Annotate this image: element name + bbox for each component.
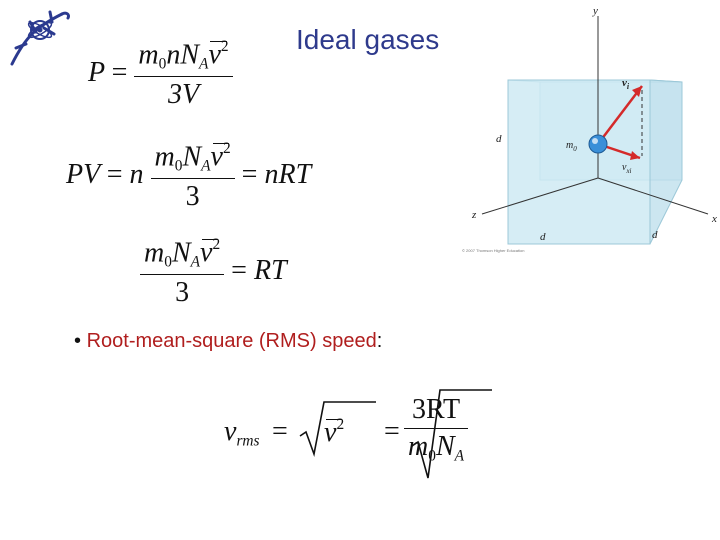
slide-title: Ideal gases (296, 24, 440, 55)
equation-rt: m0NAv2 3 = RT (140, 236, 287, 309)
equation-pressure-fraction: m0nNAv2 3V (134, 38, 233, 111)
equation-vrms: vrms = v2 = 3RT m0NA (224, 386, 494, 486)
lizard-logo-icon (10, 10, 70, 66)
axis-x-label: x (711, 213, 717, 225)
x-axis (597, 177, 709, 215)
equation-ideal-gas-law-fraction: m0NAv2 3 (150, 140, 235, 213)
equation-rt-fraction: m0NAv2 3 (140, 236, 225, 309)
equation-vrms-fraction: 3RT m0NA (404, 394, 469, 465)
edge-label-d-bottom: d (540, 231, 546, 243)
cube-right-face (649, 79, 683, 245)
velocity-x-label: vxi (622, 162, 632, 175)
velocity-arrowhead (632, 86, 642, 97)
velocity-vector (597, 85, 643, 145)
bullet-colon: : (376, 330, 383, 352)
image-credit: © 2007 Thomson Higher Education (462, 248, 525, 253)
cube-diagram: y x z d d d m0 vi vxi (471, 5, 717, 245)
axis-z-label: z (471, 209, 477, 221)
edge-label-d-right: d (652, 229, 658, 241)
particle (588, 134, 608, 154)
mass-label: m0 (566, 140, 577, 153)
velocity-x-arrowhead (630, 151, 640, 160)
equation-ideal-gas-law: PV = n m0NAv2 3 = nRT (66, 140, 312, 213)
square-root-symbol-large (411, 389, 492, 479)
bullet-rms-speed: • Root-mean-square (RMS) speed: (74, 330, 382, 353)
bullet-marker: • (74, 330, 82, 352)
velocity-label: vi (622, 77, 630, 91)
z-axis (481, 177, 599, 215)
bullet-term: Root-mean-square (RMS) speed (86, 330, 377, 352)
equation-pressure: P = m0nNAv2 3V (88, 38, 233, 111)
edge-label-d-left: d (496, 133, 502, 145)
square-root-symbol (299, 401, 376, 457)
axis-y-label: y (592, 5, 598, 17)
